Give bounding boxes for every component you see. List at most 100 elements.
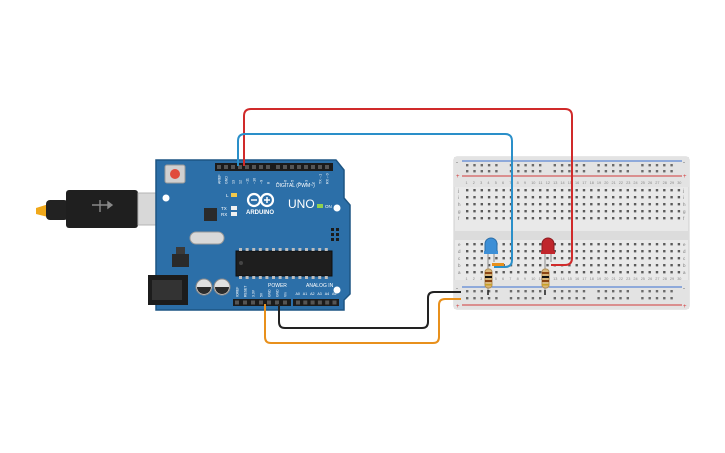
rail-hole[interactable] [575,164,578,167]
pin-socket[interactable] [310,300,315,305]
terminal-hole[interactable] [597,243,600,246]
pin-socket[interactable] [332,300,337,305]
terminal-hole[interactable] [670,257,673,260]
terminal-hole[interactable] [619,189,622,192]
blue-led[interactable] [484,237,498,262]
terminal-hole[interactable] [560,210,564,213]
terminal-hole[interactable] [502,189,505,192]
rail-hole[interactable] [626,297,629,300]
terminal-hole[interactable] [677,271,681,274]
rail-hole[interactable] [612,164,615,167]
rail-hole[interactable] [473,164,476,167]
rail-hole[interactable] [641,297,644,300]
rail-hole[interactable] [568,164,571,167]
terminal-hole[interactable] [663,203,666,206]
terminal-hole[interactable] [619,203,622,206]
pin-socket[interactable] [303,300,308,305]
terminal-hole[interactable] [641,243,644,246]
terminal-hole[interactable] [670,189,673,192]
terminal-hole[interactable] [473,257,476,260]
terminal-hole[interactable] [480,271,483,274]
terminal-hole[interactable] [597,250,600,253]
terminal-hole[interactable] [619,264,622,267]
terminal-hole[interactable] [517,243,520,246]
terminal-hole[interactable] [633,210,637,213]
rail-hole[interactable] [582,170,586,173]
terminal-hole[interactable] [517,210,520,213]
terminal-hole[interactable] [633,189,637,192]
terminal-hole[interactable] [648,243,651,246]
rail-hole[interactable] [473,170,476,173]
terminal-hole[interactable] [655,271,659,274]
rail-hole[interactable] [655,290,659,293]
terminal-hole[interactable] [619,210,622,213]
terminal-hole[interactable] [480,243,483,246]
terminal-hole[interactable] [480,210,483,213]
terminal-hole[interactable] [575,271,578,274]
rail-hole[interactable] [568,297,571,300]
terminal-hole[interactable] [648,271,651,274]
terminal-hole[interactable] [480,257,483,260]
terminal-hole[interactable] [619,243,622,246]
rail-hole[interactable] [655,297,659,300]
terminal-hole[interactable] [466,189,469,192]
terminal-hole[interactable] [539,203,542,206]
terminal-hole[interactable] [633,203,637,206]
terminal-hole[interactable] [473,210,476,213]
rail-hole[interactable] [517,170,520,173]
terminal-hole[interactable] [480,264,483,267]
terminal-hole[interactable] [590,271,593,274]
pin-socket[interactable] [252,165,256,169]
terminal-hole[interactable] [568,257,571,260]
terminal-hole[interactable] [648,264,651,267]
terminal-hole[interactable] [590,196,593,199]
rail-hole[interactable] [466,164,469,167]
rail-hole[interactable] [597,297,600,300]
terminal-hole[interactable] [597,203,600,206]
terminal-hole[interactable] [604,271,608,274]
terminal-hole[interactable] [612,210,615,213]
rail-hole[interactable] [553,297,556,300]
pin-socket[interactable] [267,300,271,305]
terminal-hole[interactable] [495,196,498,199]
terminal-hole[interactable] [466,196,469,199]
rail-hole[interactable] [560,170,564,173]
rail-hole[interactable] [582,297,586,300]
terminal-hole[interactable] [641,264,644,267]
rail-hole[interactable] [517,164,520,167]
terminal-hole[interactable] [560,243,564,246]
rail-hole[interactable] [670,164,673,167]
terminal-hole[interactable] [473,271,476,274]
terminal-hole[interactable] [582,250,586,253]
pin-socket[interactable] [231,165,235,169]
terminal-hole[interactable] [553,217,556,220]
terminal-hole[interactable] [582,210,586,213]
terminal-hole[interactable] [502,217,505,220]
terminal-hole[interactable] [524,250,527,253]
terminal-hole[interactable] [648,203,651,206]
rail-hole[interactable] [663,170,666,173]
rail-hole[interactable] [524,297,527,300]
terminal-hole[interactable] [590,257,593,260]
rail-hole[interactable] [648,297,651,300]
rail-hole[interactable] [509,297,513,300]
rail-hole[interactable] [531,290,535,293]
terminal-hole[interactable] [663,264,666,267]
rail-hole[interactable] [641,170,644,173]
terminal-hole[interactable] [546,203,549,206]
pin-socket[interactable] [325,300,330,305]
terminal-hole[interactable] [612,250,615,253]
terminal-hole[interactable] [480,203,483,206]
terminal-hole[interactable] [677,210,681,213]
terminal-hole[interactable] [560,250,564,253]
pin-socket[interactable] [318,165,322,169]
terminal-hole[interactable] [568,189,571,192]
rail-hole[interactable] [648,164,651,167]
rail-hole[interactable] [619,290,622,293]
terminal-hole[interactable] [582,257,586,260]
rail-hole[interactable] [626,290,629,293]
terminal-hole[interactable] [466,217,469,220]
terminal-hole[interactable] [619,217,622,220]
terminal-hole[interactable] [575,257,578,260]
